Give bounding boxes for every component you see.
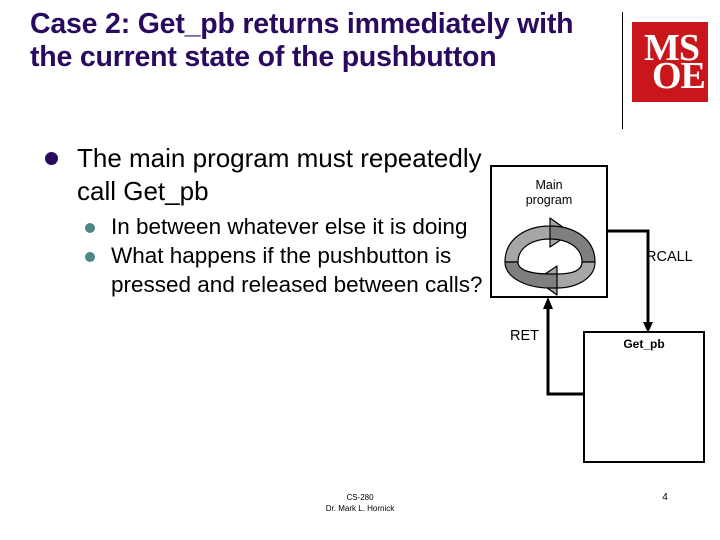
bullet-text: What happens if the pushbutton is presse… [111, 243, 483, 297]
main-program-label-line1: Main [535, 178, 563, 192]
content-body: The main program must repeatedly call Ge… [28, 142, 488, 299]
bullet-item-level1: The main program must repeatedly call Ge… [28, 142, 488, 208]
page-number: 4 [662, 492, 668, 503]
bullet-item-level2: What happens if the pushbutton is presse… [28, 241, 488, 299]
bullet-marker-level1 [45, 152, 58, 165]
main-program-label-line2: program [525, 193, 573, 207]
diagram-box-get-pb [583, 331, 705, 463]
diagram-box-main-program-label: Main program [490, 178, 608, 208]
bullet-item-level2: In between whatever else it is doing [28, 212, 488, 241]
bullet-text: In between whatever else it is doing [111, 214, 468, 239]
ret-arrowhead [543, 297, 553, 309]
footer-instructor: Dr. Mark L. Hornick [325, 504, 395, 513]
diagram-edge-label-ret: RET [510, 328, 539, 344]
diagram-box-get-pb-label: Get_pb [623, 337, 665, 351]
footer: CS-280 Dr. Mark L. Hornick [260, 492, 460, 514]
msoe-logo: MS OE [632, 22, 708, 102]
footer-course: CS-280 [346, 493, 374, 502]
bullet-text: The main program must repeatedly call Ge… [77, 143, 482, 206]
bullet-marker-level2 [85, 252, 95, 262]
diagram-edge-label-rcall: RCALL [646, 249, 693, 265]
logo-divider [622, 12, 623, 129]
bullet-marker-level2 [85, 223, 95, 233]
msoe-logo-line-top: MS [644, 27, 700, 69]
page-title: Case 2: Get_pb returns immediately with … [30, 8, 574, 73]
circular-loop-arrows-icon [504, 217, 596, 296]
msoe-logo-line-bottom: OE [652, 55, 706, 97]
